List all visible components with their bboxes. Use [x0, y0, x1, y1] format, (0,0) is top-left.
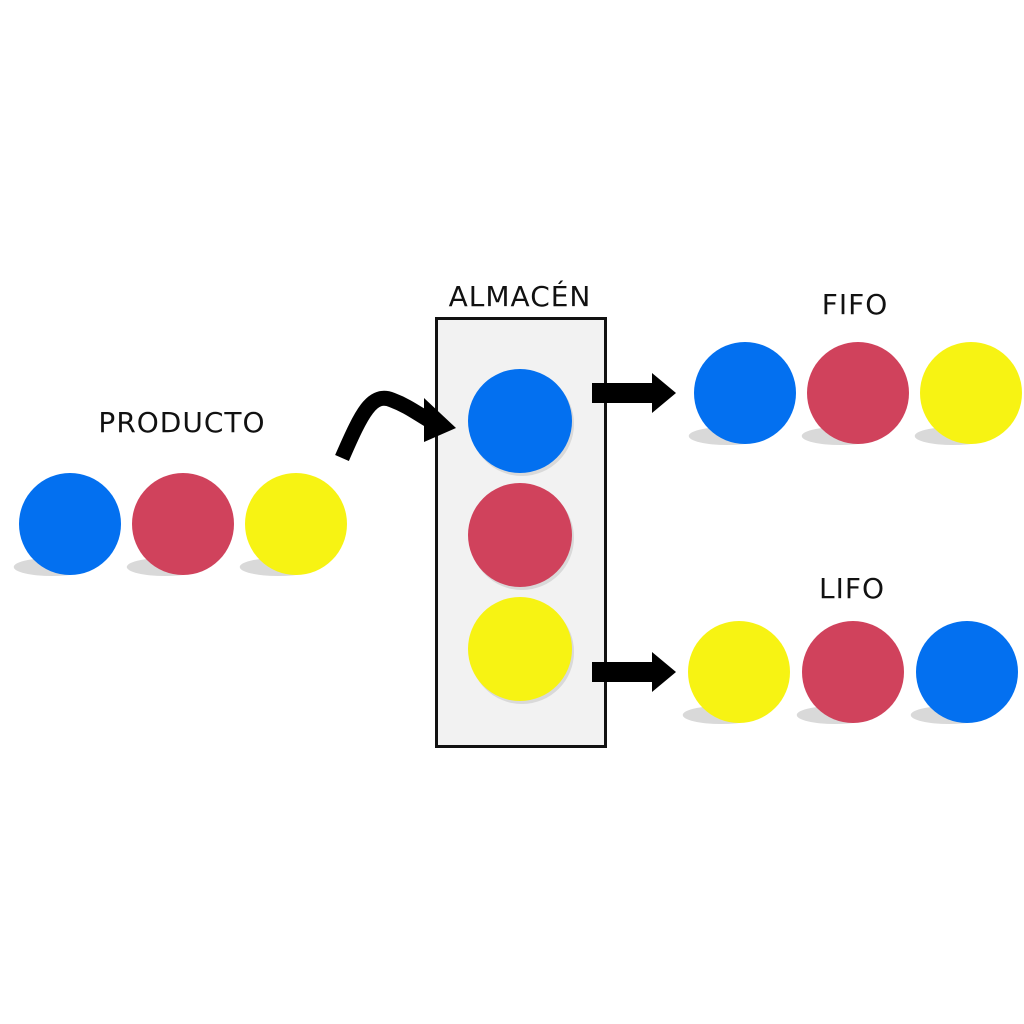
producto-balls [13, 473, 347, 576]
lifo-balls [682, 621, 1018, 724]
fifo-ball-yellow [920, 342, 1022, 444]
lifo-ball-red [802, 621, 904, 723]
fifo-ball-red [807, 342, 909, 444]
fifo-label: FIFO [821, 288, 889, 321]
fifo-arrow-icon [592, 373, 676, 413]
lifo-arrow-icon [592, 652, 676, 692]
lifo-ball-yellow [688, 621, 790, 723]
almacen-ball-red [468, 483, 572, 587]
almacen-label: ALMACÉN [448, 280, 592, 313]
fifo-ball-blue [694, 342, 796, 444]
curved-arrow-icon [335, 390, 456, 461]
producto-label: PRODUCTO [98, 406, 266, 439]
almacen-balls [468, 369, 574, 704]
almacen-ball-yellow [468, 597, 572, 701]
lifo-label: LIFO [818, 572, 886, 605]
producto-ball-yellow [245, 473, 347, 575]
almacen-ball-blue [468, 369, 572, 473]
producto-ball-red [132, 473, 234, 575]
fifo-balls [688, 342, 1022, 445]
lifo-ball-blue [916, 621, 1018, 723]
producto-ball-blue [19, 473, 121, 575]
